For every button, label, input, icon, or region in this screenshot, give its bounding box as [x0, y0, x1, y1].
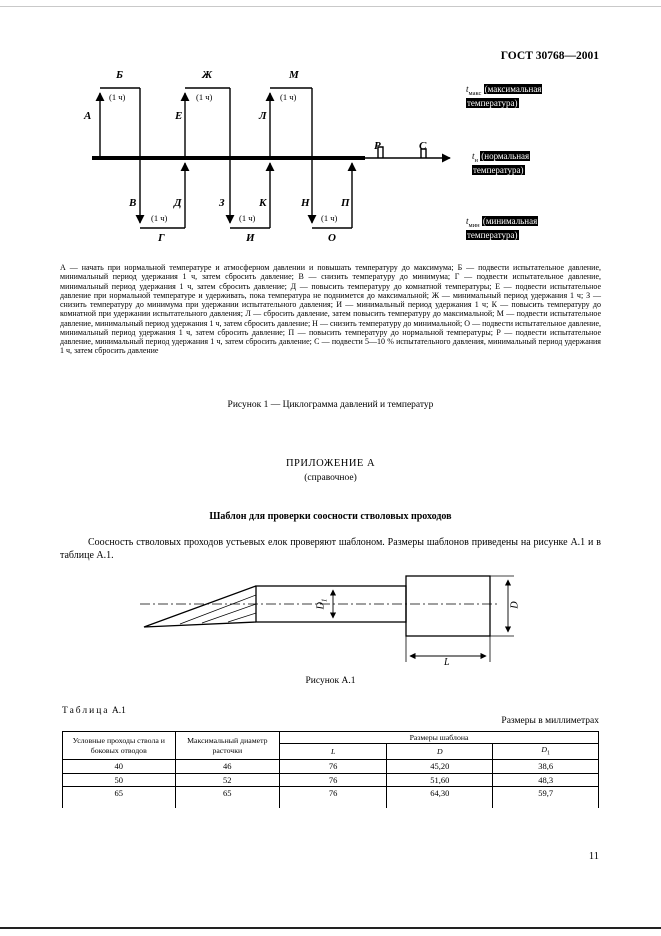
- point-label-n: Н: [301, 197, 310, 209]
- table-cell: 45,20: [386, 759, 494, 774]
- temp-min-label: tмин (минимальная температура): [466, 216, 562, 242]
- table-cell: 76: [279, 786, 388, 808]
- appendix-intro: Соосность стволовых проходов устьевых ел…: [60, 537, 601, 561]
- hold-label-top-2: (1 ч): [196, 92, 213, 102]
- table-cell: 65: [62, 786, 176, 808]
- dim-d1-label: D1: [315, 598, 329, 610]
- temp-max-label: tмакс (максимальная температура): [466, 84, 562, 110]
- table-cell: 76: [279, 772, 388, 788]
- col-header-d: D: [386, 743, 494, 761]
- appendix-subtitle: (справочное): [304, 473, 357, 483]
- template-dimensions-table: Условные проходы ствола и боковых отводо…: [62, 730, 599, 808]
- appendix-title: ПРИЛОЖЕНИЕ А: [285, 458, 376, 469]
- template-figure: D1 D L: [138, 570, 538, 670]
- page-bottom-edge-line: [0, 927, 661, 929]
- temp-norm-symbol: tн: [472, 151, 478, 164]
- figure1-caption: Рисунок 1 — Циклограмма давлений и темпе…: [227, 400, 434, 410]
- point-label-k: К: [259, 197, 267, 209]
- col-header-group: Размеры шаблона: [279, 730, 599, 745]
- table-cell: 48,3: [492, 772, 599, 788]
- point-label-zh: Ж: [202, 69, 213, 81]
- point-label-l: Л: [259, 110, 267, 122]
- temp-norm-phrase: (нормальная температура): [472, 151, 531, 176]
- table-cell: 46: [174, 759, 281, 774]
- figure1-legend: А — начать при нормальной температуре и …: [60, 263, 601, 356]
- point-label-m: М: [289, 69, 299, 81]
- table-cell: 64,30: [386, 786, 494, 808]
- cyclogram-figure: А Б (1 ч) Е Ж (1 ч) Л М (1 ч) В Д З К Н …: [80, 66, 625, 261]
- standard-number: ГОСТ 30768—2001: [500, 50, 599, 62]
- hold-label-bottom-3: (1 ч): [321, 213, 338, 223]
- table-row: 65 65 76 64,30 59,7: [62, 786, 599, 808]
- template-drawing: [140, 575, 514, 662]
- point-label-r: Р: [374, 140, 381, 152]
- hold-label-top-1: (1 ч): [109, 92, 126, 102]
- table-cell: 40: [62, 759, 176, 774]
- table-label-number: А.1: [111, 706, 126, 716]
- point-label-b: Б: [116, 69, 123, 81]
- appendix-heading: Шаблон для проверки соосности стволовых …: [209, 511, 452, 522]
- figure-a1-caption: Рисунок А.1: [305, 676, 356, 686]
- temp-min-symbol: tмин: [466, 216, 480, 229]
- table-cell: 38,6: [492, 759, 599, 774]
- point-label-e: Е: [175, 110, 183, 122]
- point-label-o: О: [328, 232, 336, 244]
- table-label-word: Таблица: [62, 706, 110, 716]
- temp-max-symbol: tмакс: [466, 84, 482, 97]
- col-header-bore: Условные проходы ствола и боковых отводо…: [62, 730, 176, 761]
- point-label-i: И: [246, 232, 255, 244]
- table-units: Размеры в миллиметрах: [501, 716, 599, 726]
- page-number: 11: [588, 851, 599, 862]
- point-label-z: З: [219, 197, 225, 209]
- point-label-s: С: [419, 140, 427, 152]
- col-header-d1: D1: [492, 743, 599, 761]
- table-cell: 52: [174, 772, 281, 788]
- table-cell: 59,7: [492, 786, 599, 808]
- table-cell: 76: [279, 759, 388, 774]
- hold-label-bottom-1: (1 ч): [151, 213, 168, 223]
- point-label-p: П: [341, 197, 350, 209]
- temp-norm-label: tн (нормальная температура): [472, 151, 548, 177]
- page-top-edge-line: [0, 6, 661, 7]
- cyclogram-lines: [92, 87, 451, 229]
- point-label-d: Д: [174, 197, 182, 209]
- point-label-v: В: [129, 197, 137, 209]
- table-cell: 65: [174, 786, 281, 808]
- col-header-diameter: Максимальный диаметр расточки: [174, 730, 281, 761]
- dim-d-label: D: [509, 601, 521, 609]
- table-cell: 50: [62, 772, 176, 788]
- table-row: 40 46 76 45,20 38,6: [62, 759, 599, 774]
- table-row: 50 52 76 51,60 48,3: [62, 772, 599, 788]
- hold-label-top-3: (1 ч): [280, 92, 297, 102]
- table-cell: 51,60: [386, 772, 494, 788]
- table-label: Таблица А.1: [62, 706, 126, 716]
- point-label-a: А: [84, 110, 92, 122]
- hold-label-bottom-2: (1 ч): [239, 213, 256, 223]
- point-label-g: Г: [158, 232, 165, 244]
- col-header-l: L: [279, 743, 388, 761]
- dim-l-label: L: [444, 657, 450, 668]
